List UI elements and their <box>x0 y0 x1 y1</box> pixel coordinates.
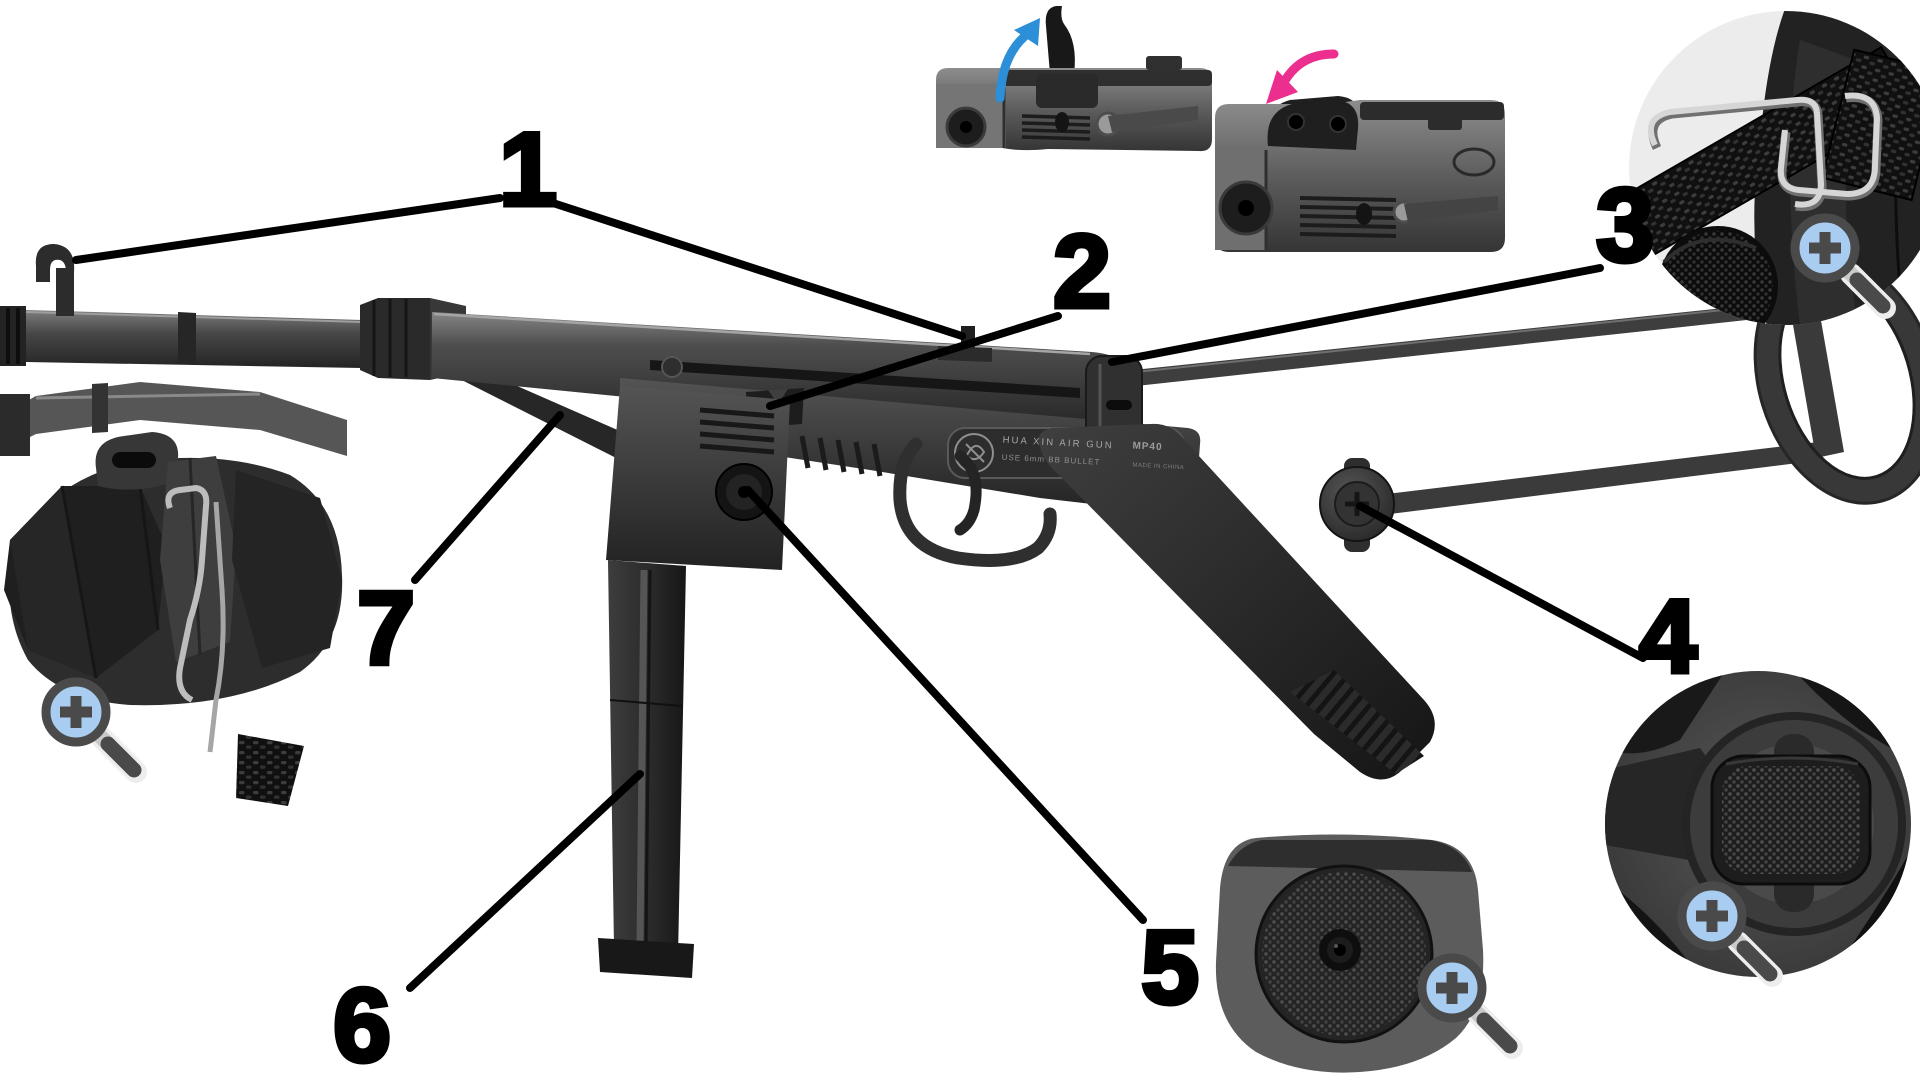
sling-strap-end <box>236 734 304 806</box>
callout-number-6: 6 <box>331 968 394 1080</box>
callout-number-2: 2 <box>1051 214 1114 330</box>
inset-front-sling-loop-photo <box>0 382 347 806</box>
grip-heel-ribs <box>1290 670 1424 774</box>
origin-text: MADE IN CHINA <box>1132 462 1185 472</box>
inset-stock-hinge-photo <box>1605 671 1911 977</box>
front-sight <box>35 244 75 316</box>
fold-down-arrow-icon <box>1266 49 1339 104</box>
inset-sight-folded-photo <box>1215 49 1505 252</box>
pistol-grip <box>1038 423 1435 780</box>
muzzle <box>0 306 26 366</box>
callout-line-1b <box>552 200 966 340</box>
barrel-collar <box>360 298 430 380</box>
model-text: MP40 <box>1132 440 1163 454</box>
inset-sight-raised-photo <box>936 6 1212 152</box>
resting-bar <box>434 360 654 468</box>
callout-line-4 <box>1356 502 1647 662</box>
callout-line-5 <box>744 486 1147 924</box>
callout-number-1: 1 <box>497 112 560 228</box>
magazine-housing <box>606 386 790 570</box>
callout-line-1a <box>72 194 504 264</box>
callout-lines <box>72 194 1647 992</box>
callout-number-3: 3 <box>1594 168 1657 284</box>
inset-grip-cap-photo <box>1215 834 1484 1073</box>
trigger-guard <box>893 437 1057 567</box>
callout-number-5: 5 <box>1139 910 1202 1026</box>
trigger <box>954 450 982 536</box>
sling-wire-clip <box>1648 92 1881 208</box>
magazine-baseplate <box>598 938 694 978</box>
sight-blade-raised <box>1045 6 1075 74</box>
callout-line-3 <box>1108 264 1604 366</box>
callout-line-2 <box>766 312 1062 410</box>
trigger-group <box>893 437 1057 567</box>
magazine <box>598 560 694 978</box>
receiver-ribs <box>799 435 883 477</box>
front-sling-wire <box>165 484 210 703</box>
caliber-text: USE 6mm BB BULLET <box>1001 452 1101 467</box>
callout-number-7: 7 <box>355 571 418 687</box>
callout-line-6 <box>406 770 644 992</box>
callout-line-7 <box>411 411 564 584</box>
flip-up-arrow-icon <box>995 18 1040 103</box>
charging-handle-knob <box>661 356 683 378</box>
callout-number-4: 4 <box>1637 579 1700 695</box>
brand-text: HUA XIN AIR GUN <box>1002 434 1114 452</box>
